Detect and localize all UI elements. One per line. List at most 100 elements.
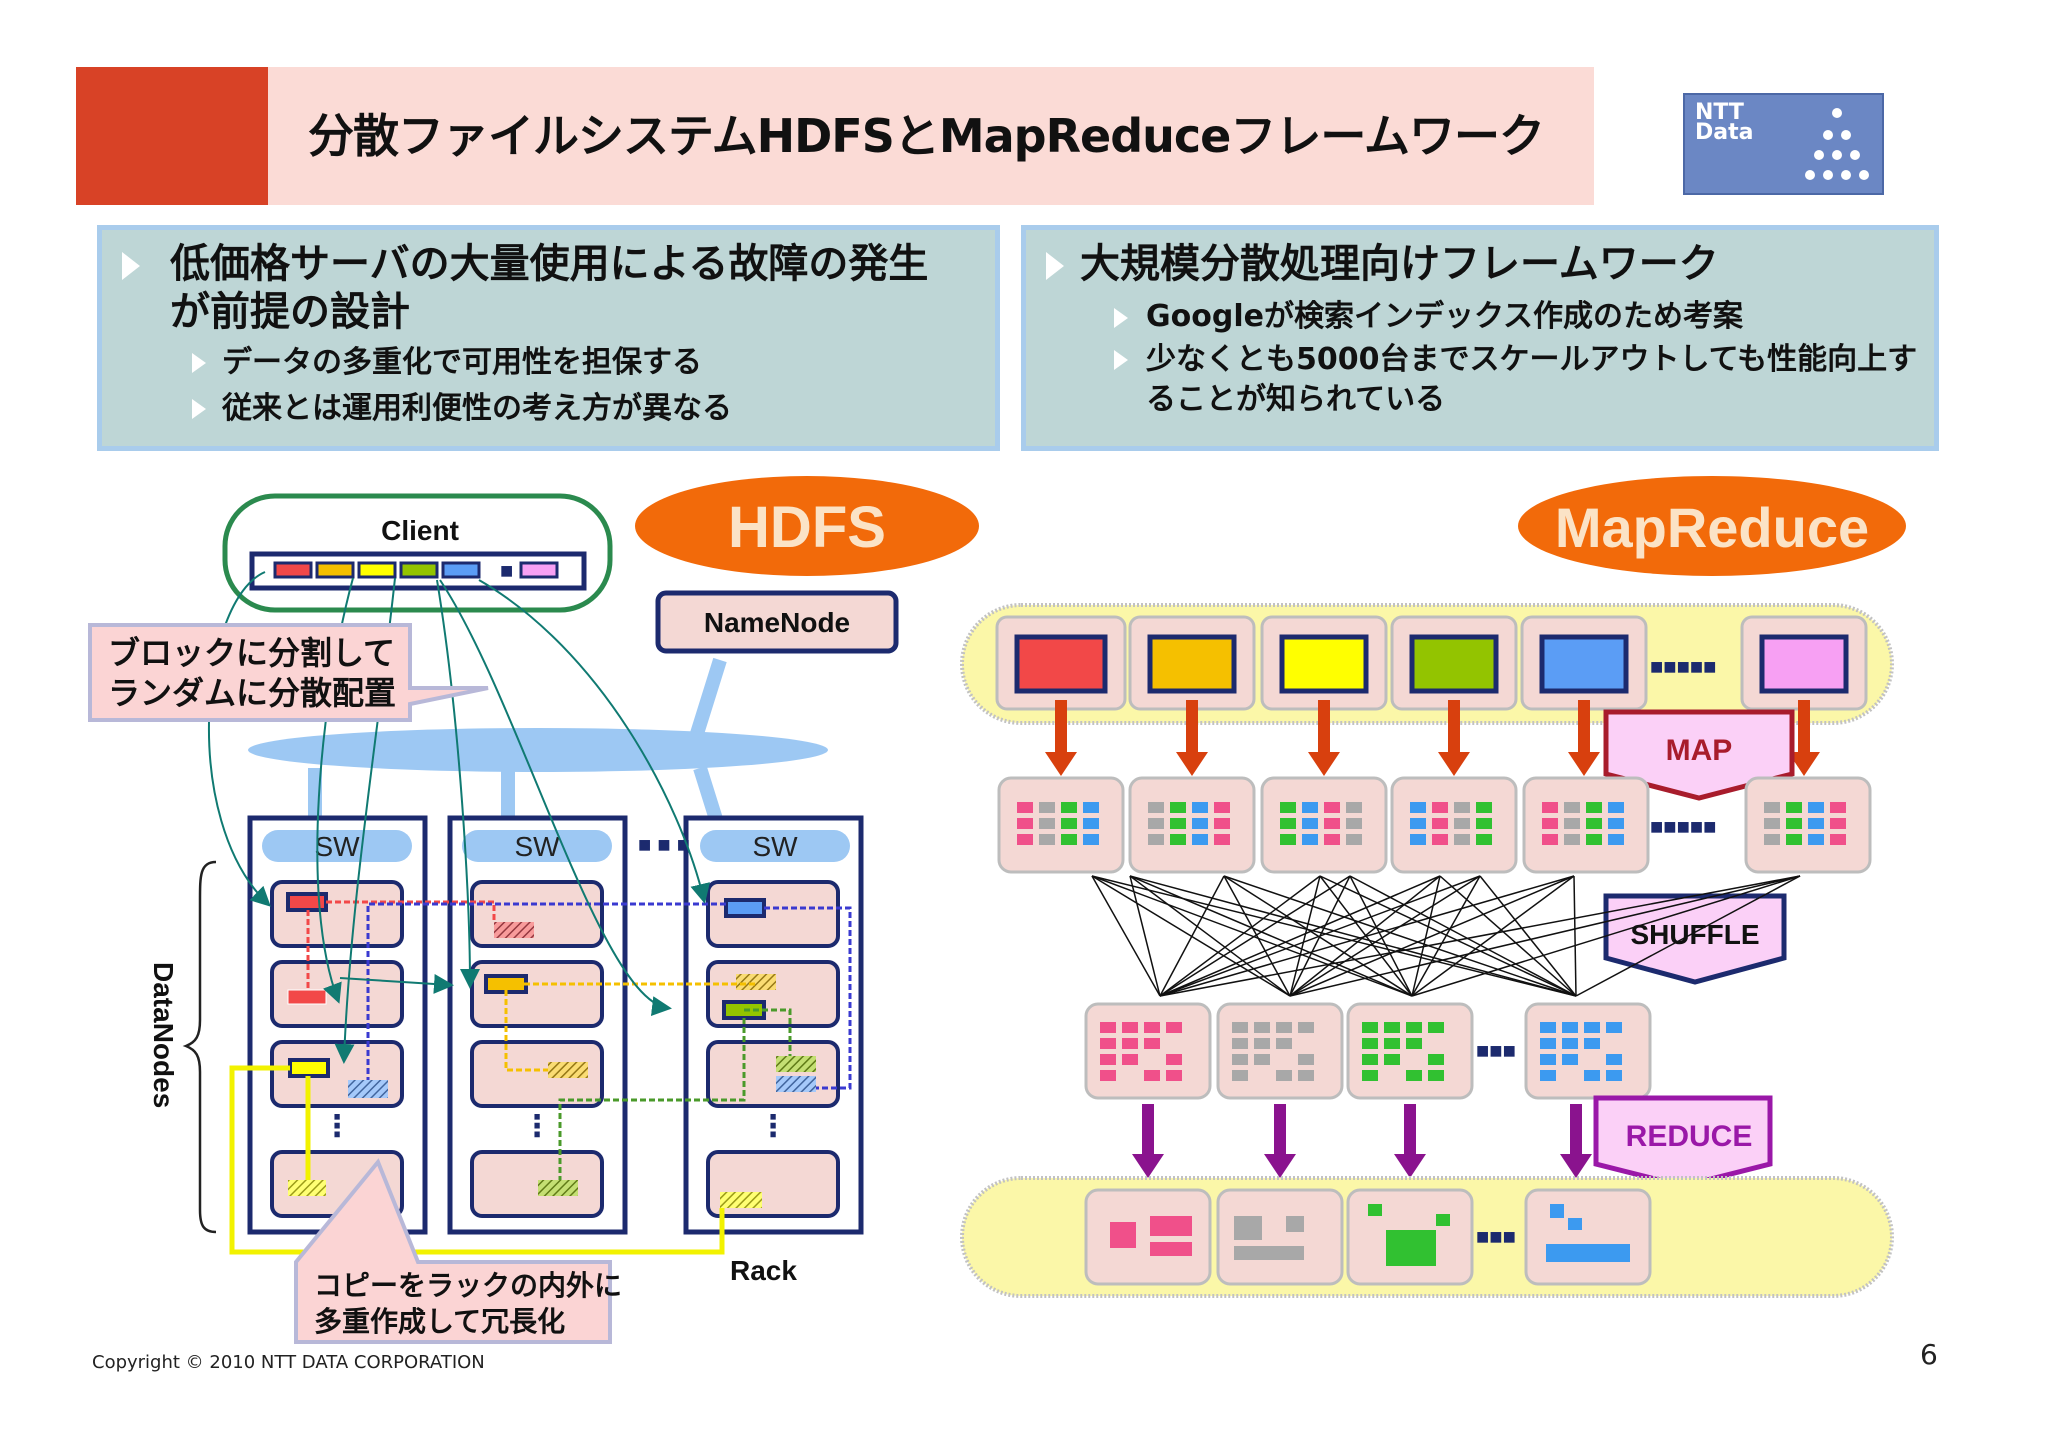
key-value-cell xyxy=(1808,802,1824,813)
key-value-cell xyxy=(1346,834,1362,845)
client-block-red xyxy=(273,561,313,579)
shuffle-line xyxy=(1223,875,1291,997)
key-value-cell xyxy=(1302,818,1318,829)
key-value-cell xyxy=(1786,802,1802,813)
shuffle-line xyxy=(1129,875,1577,997)
key-value-cell xyxy=(1830,834,1846,845)
key-value-cell xyxy=(1039,834,1055,845)
block-red-copy xyxy=(287,989,327,1005)
shuffle-line xyxy=(1575,875,1801,997)
namenode-label: NameNode xyxy=(704,607,850,638)
key-value-cell xyxy=(1830,818,1846,829)
key-value-cell xyxy=(1100,1054,1116,1065)
key-value-cell xyxy=(1584,1070,1600,1081)
hdfs-description-box: 低価格サーバの大量使用による故障の発生 が前提の設計 データの多重化で可用性を担… xyxy=(97,225,1000,451)
key-value-cell xyxy=(1584,1038,1600,1049)
key-value-cell xyxy=(1410,802,1426,813)
input-block-blue xyxy=(1539,634,1629,694)
key-value-cell xyxy=(1540,1038,1556,1049)
key-value-cell xyxy=(1346,802,1362,813)
shuffle-line xyxy=(1129,875,1161,997)
switch-1-label: SW xyxy=(314,831,360,862)
distribute-arrow xyxy=(339,974,454,994)
reduce-output xyxy=(1524,1188,1652,1286)
mapreduce-heading: 大規模分散処理向けフレームワーク xyxy=(1080,241,1719,287)
hdfs-point-2: 従来とは運用利便性の考え方が異なる xyxy=(222,391,732,426)
copyright: Copyright © 2010 NTT DATA CORPORATION xyxy=(92,1352,485,1373)
shuffle-line xyxy=(1129,875,1413,997)
key-value-cell xyxy=(1586,802,1602,813)
key-value-cell xyxy=(1432,818,1448,829)
key-value-cell xyxy=(1192,818,1208,829)
reduce-label: REDUCE xyxy=(1626,1120,1753,1153)
key-value-cell xyxy=(1362,1022,1378,1033)
rack-ellipsis: ■ ■ ■ xyxy=(638,832,690,857)
key-value-cell xyxy=(1083,818,1099,829)
key-value-cell xyxy=(1584,1022,1600,1033)
key-value-cell xyxy=(1039,802,1055,813)
key-value-cell xyxy=(1384,1038,1400,1049)
client-block-green xyxy=(399,561,439,579)
key-value-cell xyxy=(1254,1054,1270,1065)
key-value-cell xyxy=(1232,1070,1248,1081)
key-value-cell xyxy=(1764,802,1780,813)
key-value-cell xyxy=(1122,1054,1138,1065)
callout-copy-line1: コピーをラックの内外に xyxy=(314,1270,622,1301)
key-value-cell xyxy=(1298,1022,1314,1033)
map-arrow xyxy=(1308,700,1340,776)
map-output-ellipsis: ■■■■■ xyxy=(1650,814,1716,839)
block-yellow xyxy=(288,1058,330,1078)
reduce-input xyxy=(1346,1002,1474,1100)
client-block-pink xyxy=(519,561,559,579)
key-value-cell xyxy=(1017,818,1033,829)
key-value-cell xyxy=(1808,818,1824,829)
datanode-ellipsis: ⋮ xyxy=(322,1110,352,1143)
reduce-arrow xyxy=(1132,1104,1164,1178)
mapreduce-badge xyxy=(1518,476,1906,576)
key-value-cell xyxy=(1144,1022,1160,1033)
key-value-cell xyxy=(1586,818,1602,829)
key-value-cell xyxy=(1606,1070,1622,1081)
shuffle-line xyxy=(1289,875,1575,997)
key-value-cell xyxy=(1298,1054,1314,1065)
shuffle-line xyxy=(1091,875,1291,997)
reduce-output xyxy=(1084,1188,1212,1286)
shuffle-line xyxy=(1091,875,1161,997)
key-value-cell xyxy=(1061,818,1077,829)
sub-bullet-arrow-icon xyxy=(192,353,206,373)
rack-label: Rack xyxy=(730,1255,797,1286)
header-accent-bar xyxy=(76,67,268,205)
map-arrow xyxy=(1568,700,1600,776)
key-value-cell xyxy=(1406,1038,1422,1049)
key-value-cell xyxy=(1280,802,1296,813)
map-arrow xyxy=(1438,700,1470,776)
logo-text: NTT Data xyxy=(1695,100,1754,145)
key-value-cell xyxy=(1232,1054,1248,1065)
shuffle-line xyxy=(1349,875,1413,997)
key-value-cell xyxy=(1476,834,1492,845)
key-value-cell xyxy=(1384,1022,1400,1033)
shuffle-line xyxy=(1159,875,1321,997)
datanode-ellipsis: ⋮ xyxy=(758,1110,788,1143)
hdfs-badge xyxy=(635,476,979,576)
key-value-cell xyxy=(1542,802,1558,813)
mapreduce-badge-text: MapReduce xyxy=(1555,496,1869,559)
key-value-cell xyxy=(1148,834,1164,845)
slide-title: 分散ファイルシステムHDFSとMapReduceフレームワーク xyxy=(308,109,1545,163)
shuffle-line xyxy=(1479,875,1577,997)
key-value-cell xyxy=(1428,1022,1444,1033)
replica-path-red xyxy=(326,900,496,922)
shuffle-line xyxy=(1349,875,1577,997)
key-value-cell xyxy=(1786,818,1802,829)
key-value-cell xyxy=(1808,834,1824,845)
switch-1 xyxy=(262,830,412,862)
reduce-input-keyvalues xyxy=(1100,1022,1622,1081)
key-value-cell xyxy=(1764,818,1780,829)
key-value-cell xyxy=(1276,1022,1292,1033)
namenode-box xyxy=(655,590,899,654)
key-value-cell xyxy=(1100,1038,1116,1049)
datanode xyxy=(270,880,404,948)
key-value-cell xyxy=(1346,818,1362,829)
key-value-cell xyxy=(1148,802,1164,813)
input-block-red xyxy=(1014,634,1108,694)
